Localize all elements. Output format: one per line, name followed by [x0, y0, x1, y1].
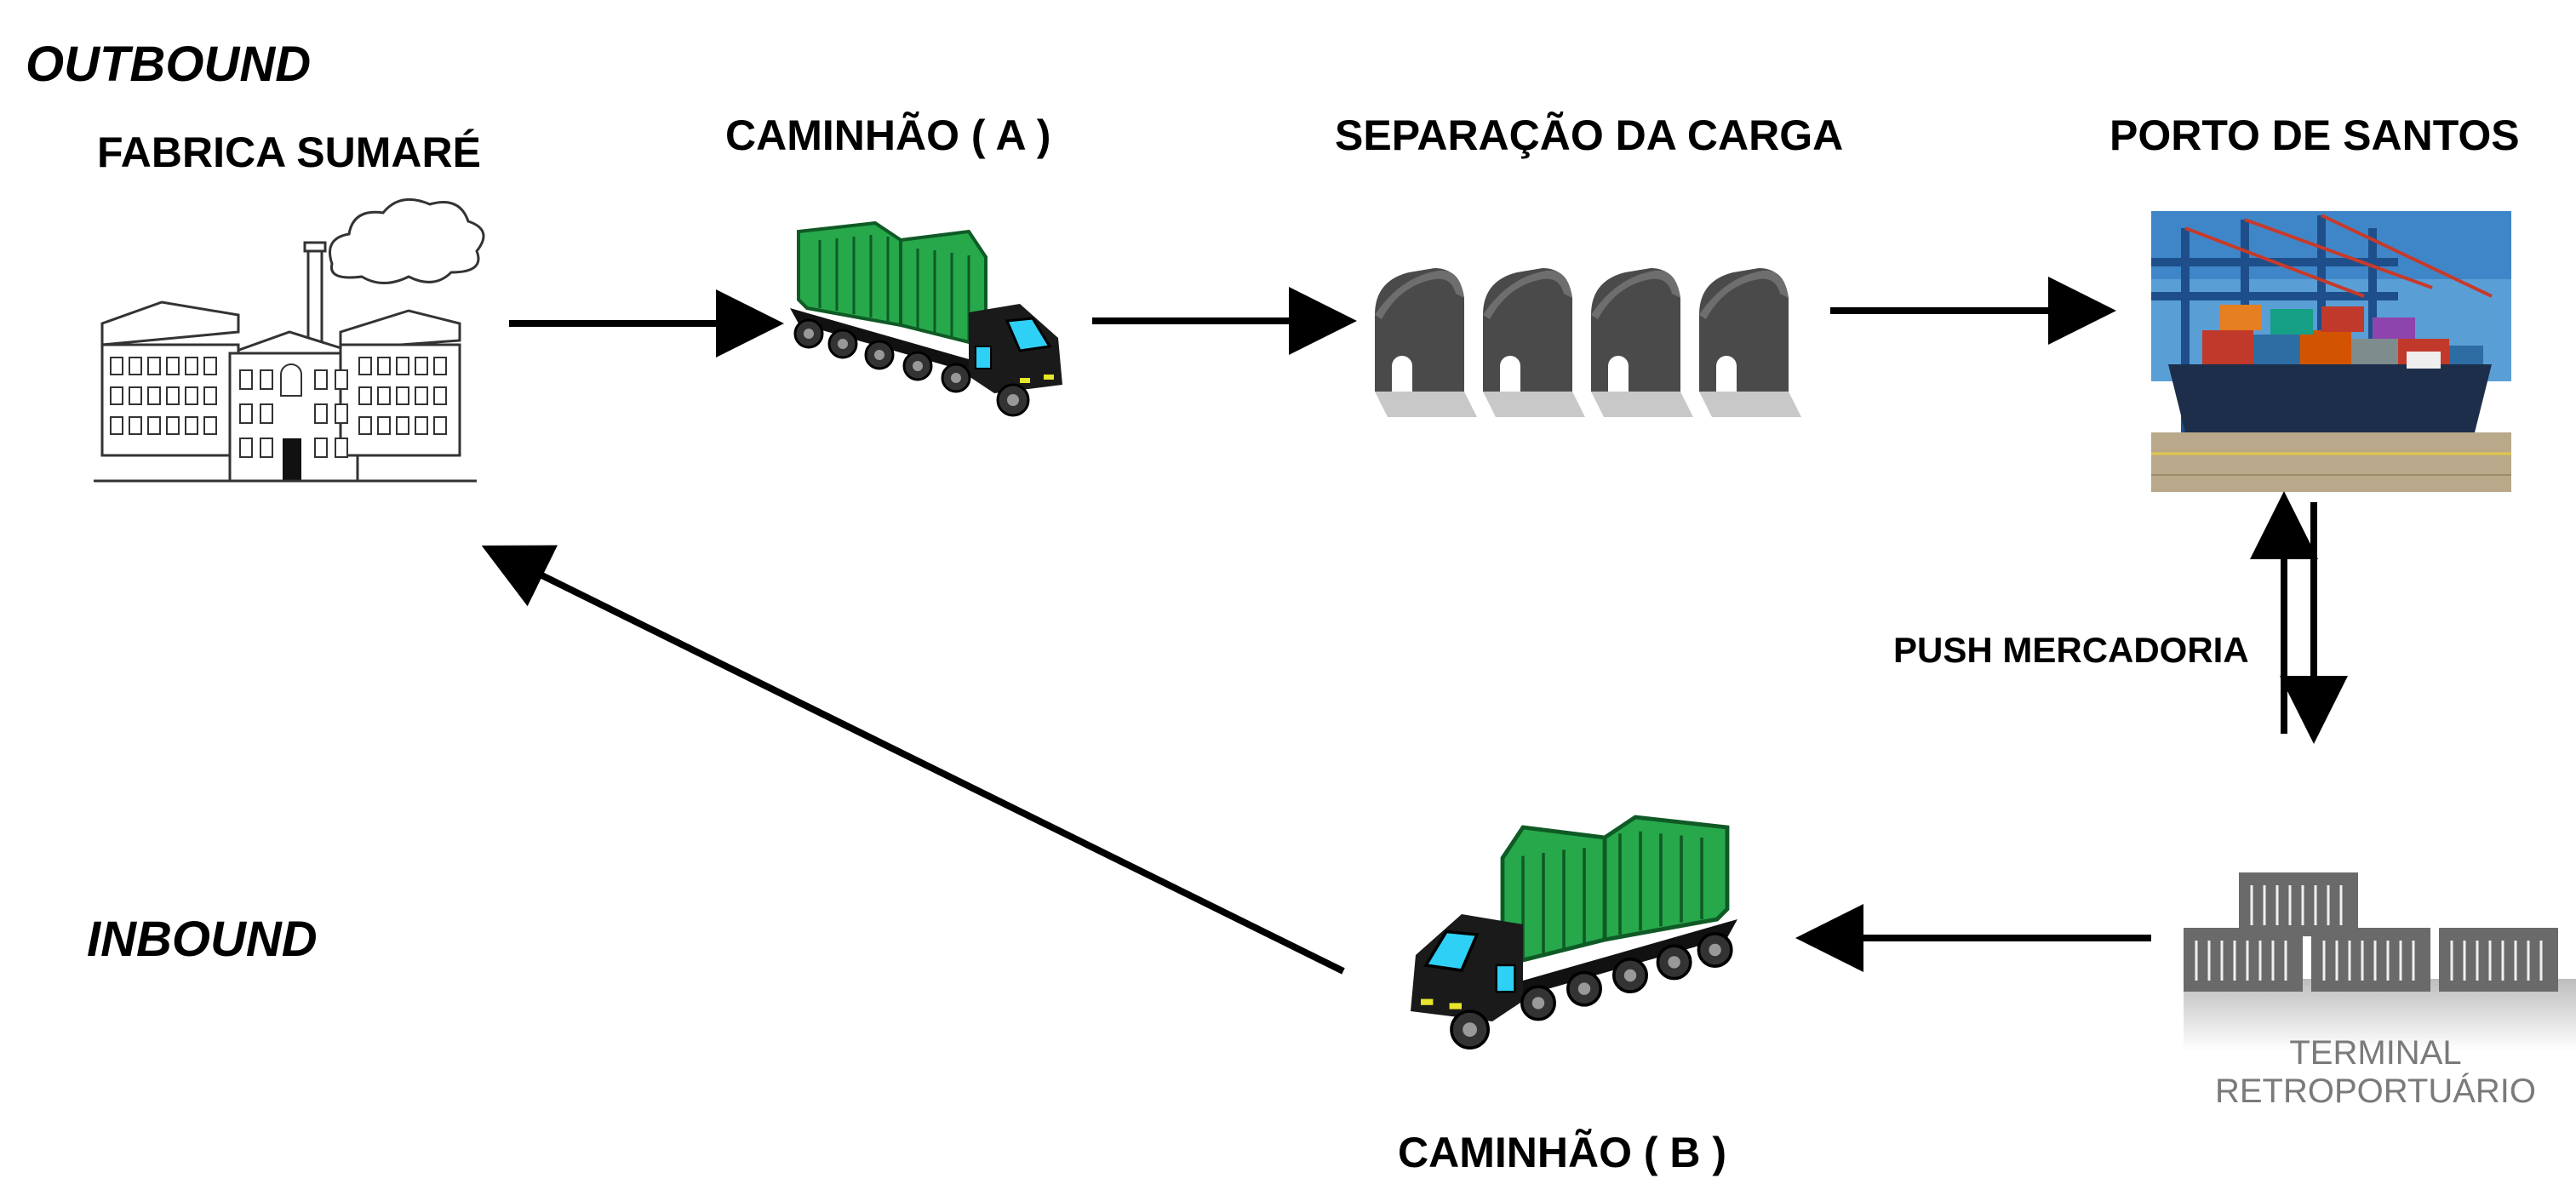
truck-a-node [773, 180, 1096, 474]
terminal-node: TERMINAL RETROPORTUÁRIO [2175, 745, 2576, 1132]
container-stack-icon [2182, 871, 2576, 1051]
factory-icon [94, 197, 485, 483]
truck-icon [1411, 815, 1737, 1050]
outbound-label: OUTBOUND [26, 37, 312, 92]
port-photo-icon [2151, 211, 2511, 492]
terminal-label-line2: RETROPORTUÁRIO [2214, 1072, 2537, 1110]
factory-node [85, 183, 494, 489]
inbound-label: INBOUND [87, 912, 318, 967]
factory-label: FABRICA SUMARÉ [97, 129, 481, 176]
truck-a-label: CAMINHÃO ( A ) [725, 112, 1051, 159]
port-node [2151, 211, 2511, 492]
truck-icon [790, 220, 1062, 417]
truck-b-label: CAMINHÃO ( B ) [1398, 1129, 1727, 1176]
terminal-label-line1: TERMINAL [2289, 1034, 2462, 1072]
separation-label: SEPARAÇÃO DA CARGA [1335, 112, 1844, 159]
arrow-truck-b-to-factory [481, 545, 1345, 975]
truck-b-node [1358, 749, 1766, 1115]
push-mercadoria-label: PUSH MERCADORIA [1893, 630, 2249, 670]
port-label: PORTO DE SANTOS [2109, 112, 2520, 159]
